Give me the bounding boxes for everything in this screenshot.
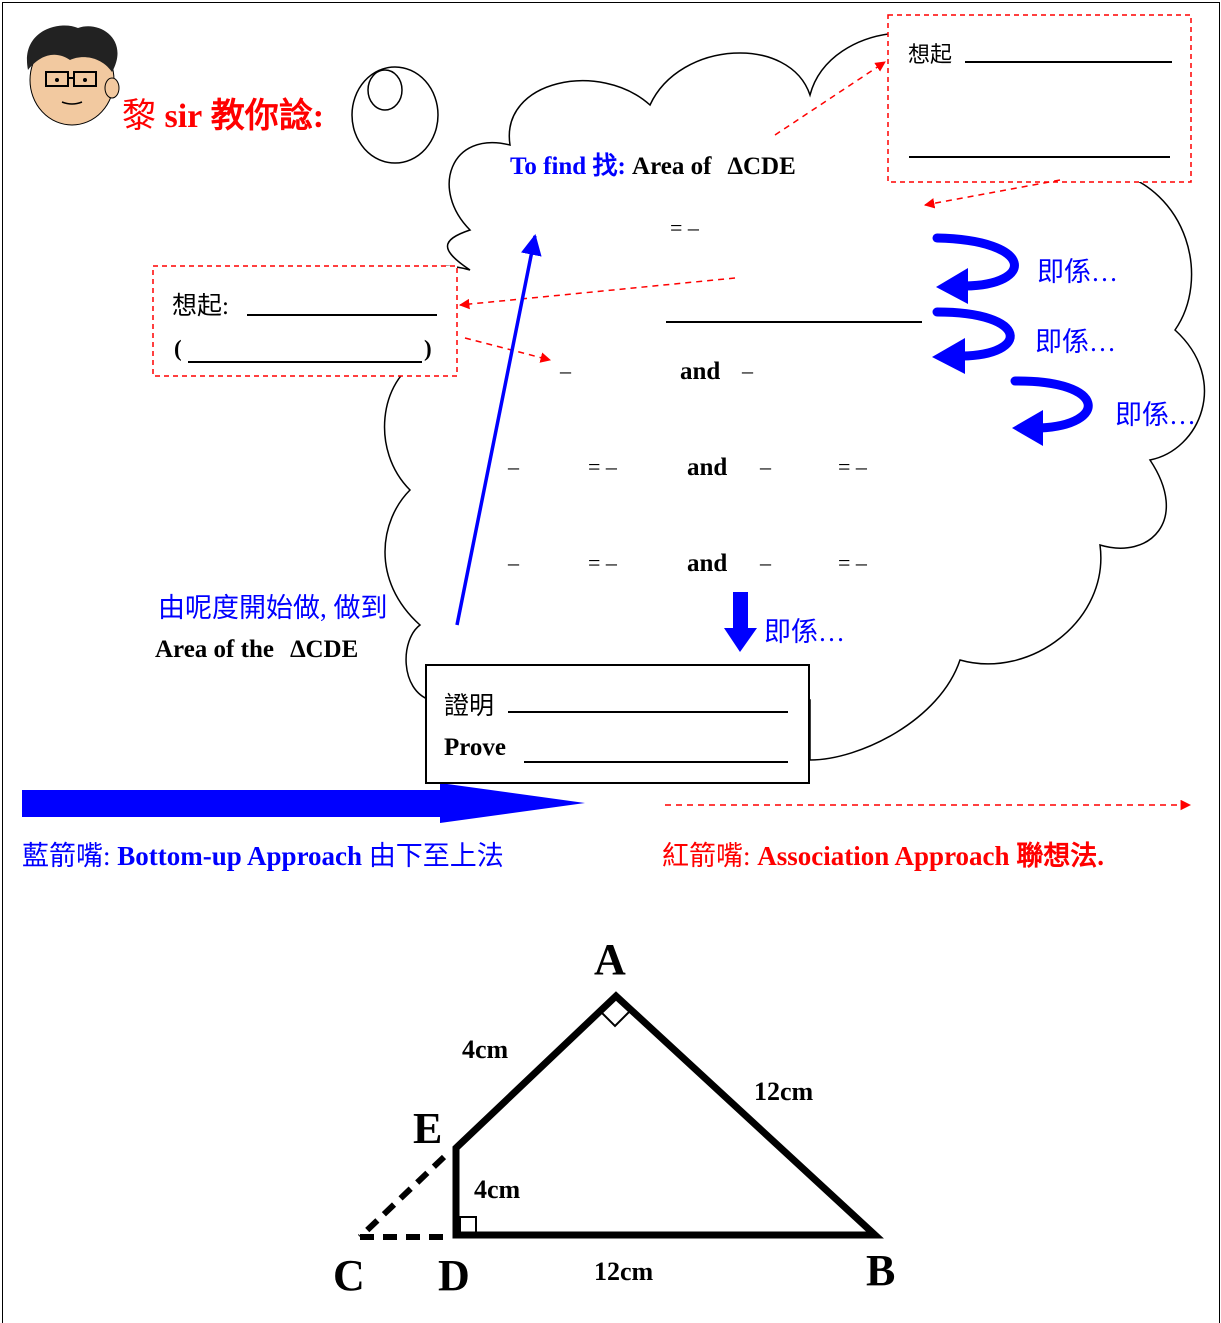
length-db-label: 12cm — [594, 1257, 654, 1286]
association-arrows — [458, 61, 1192, 811]
vertex-a-label: A — [594, 935, 626, 984]
step-5-minus-b: – — [760, 550, 771, 575]
vertex-b-label: B — [866, 1246, 896, 1295]
length-ae-label: 4cm — [462, 1035, 509, 1064]
goal-line: To find 找: Area of ∆CDE — [510, 146, 796, 182]
goal-text: Area of — [632, 153, 712, 180]
step-5-minus-a: – — [508, 550, 519, 575]
recall-box-top-frame — [887, 14, 1192, 183]
teacher-avatar-icon — [26, 25, 120, 126]
step-4-minus-a: – — [508, 454, 519, 479]
legend-red-label-cn-tail: 聯想法. — [1016, 841, 1105, 871]
recall-top-label: 想起 — [908, 42, 953, 67]
vertex-c-label: C — [333, 1251, 365, 1300]
prove-label-cn: 證明 — [444, 693, 495, 720]
step-4-minus-b: – — [760, 454, 771, 479]
bottom-up-triangle-symbol: ∆ — [290, 636, 306, 663]
recall-left-label: 想起: — [172, 293, 229, 320]
step-1-expression: = – — [670, 215, 699, 240]
legend-blue-label-cn: 藍箭嘴: — [22, 841, 111, 871]
length-ed-label: 4cm — [474, 1175, 521, 1204]
goal-target: CDE — [742, 153, 796, 180]
title-cn-prefix: 黎 — [122, 98, 156, 135]
that-is-note-3: 即係… — [1115, 400, 1196, 430]
step-4-eq-minus-b: = – — [838, 454, 867, 479]
step-4-eq-minus-a: = – — [588, 454, 617, 479]
length-ab-label: 12cm — [754, 1077, 814, 1106]
title-en: sir — [164, 98, 203, 135]
bottom-up-start-note: 由呢度開始做, 做到 — [158, 593, 388, 623]
triangle-figure — [357, 991, 884, 1240]
title-cn-suffix: 教你諗: — [210, 98, 325, 135]
vertex-e-label: E — [413, 1104, 443, 1153]
that-is-note-4: 即係… — [764, 617, 845, 647]
that-is-note-2: 即係… — [1035, 327, 1116, 357]
step-4-and: and — [687, 454, 728, 481]
recall-left-paren-open: ( — [174, 336, 182, 361]
step-5-and: and — [687, 550, 728, 577]
prove-box — [425, 664, 810, 784]
curl-arrow-heads — [932, 268, 1043, 446]
step-3-and: and — [680, 358, 721, 385]
bottom-up-target: CDE — [305, 636, 359, 663]
bottom-up-arrow — [455, 233, 542, 626]
legend-red-label-cn: 紅箭嘴: — [662, 841, 751, 871]
thought-cloud — [383, 32, 1206, 761]
goal-label: To find 找: — [510, 153, 626, 180]
legend-blue-arrow — [22, 783, 585, 823]
step-5-eq-minus-b: = – — [838, 550, 867, 575]
legend-red-label-en: Association Approach — [757, 841, 1010, 871]
down-arrow-icon — [724, 592, 757, 652]
bottom-up-target-note: Area of the ∆CDE — [155, 636, 358, 664]
that-is-note-1: 即係… — [1037, 257, 1118, 287]
vertex-d-label: D — [438, 1251, 470, 1300]
thought-bubbles — [351, 66, 439, 164]
step-5-eq-minus-a: = – — [588, 550, 617, 575]
goal-triangle-symbol: ∆ — [727, 153, 743, 180]
step-3-minus-a: – — [560, 358, 571, 383]
legend-blue-text: 藍箭嘴: Bottom-up Approach 由下至上法 — [22, 834, 504, 873]
answer-blanks — [188, 61, 1172, 363]
prove-label-en: Prove — [444, 734, 507, 761]
page-title: 黎 sir 教你諗: — [122, 88, 324, 137]
curl-arrow-icons — [932, 233, 1093, 433]
bottom-up-target-text: Area of the — [155, 636, 274, 663]
step-3-minus-b: – — [742, 358, 753, 383]
recall-box-left-frame — [152, 265, 458, 377]
legend-blue-label-cn-tail: 由下至上法 — [368, 841, 504, 871]
legend-blue-label-en: Bottom-up Approach — [117, 841, 363, 871]
legend-red-text: 紅箭嘴: Association Approach 聯想法. — [662, 834, 1104, 873]
recall-left-paren-close: ) — [424, 336, 432, 361]
